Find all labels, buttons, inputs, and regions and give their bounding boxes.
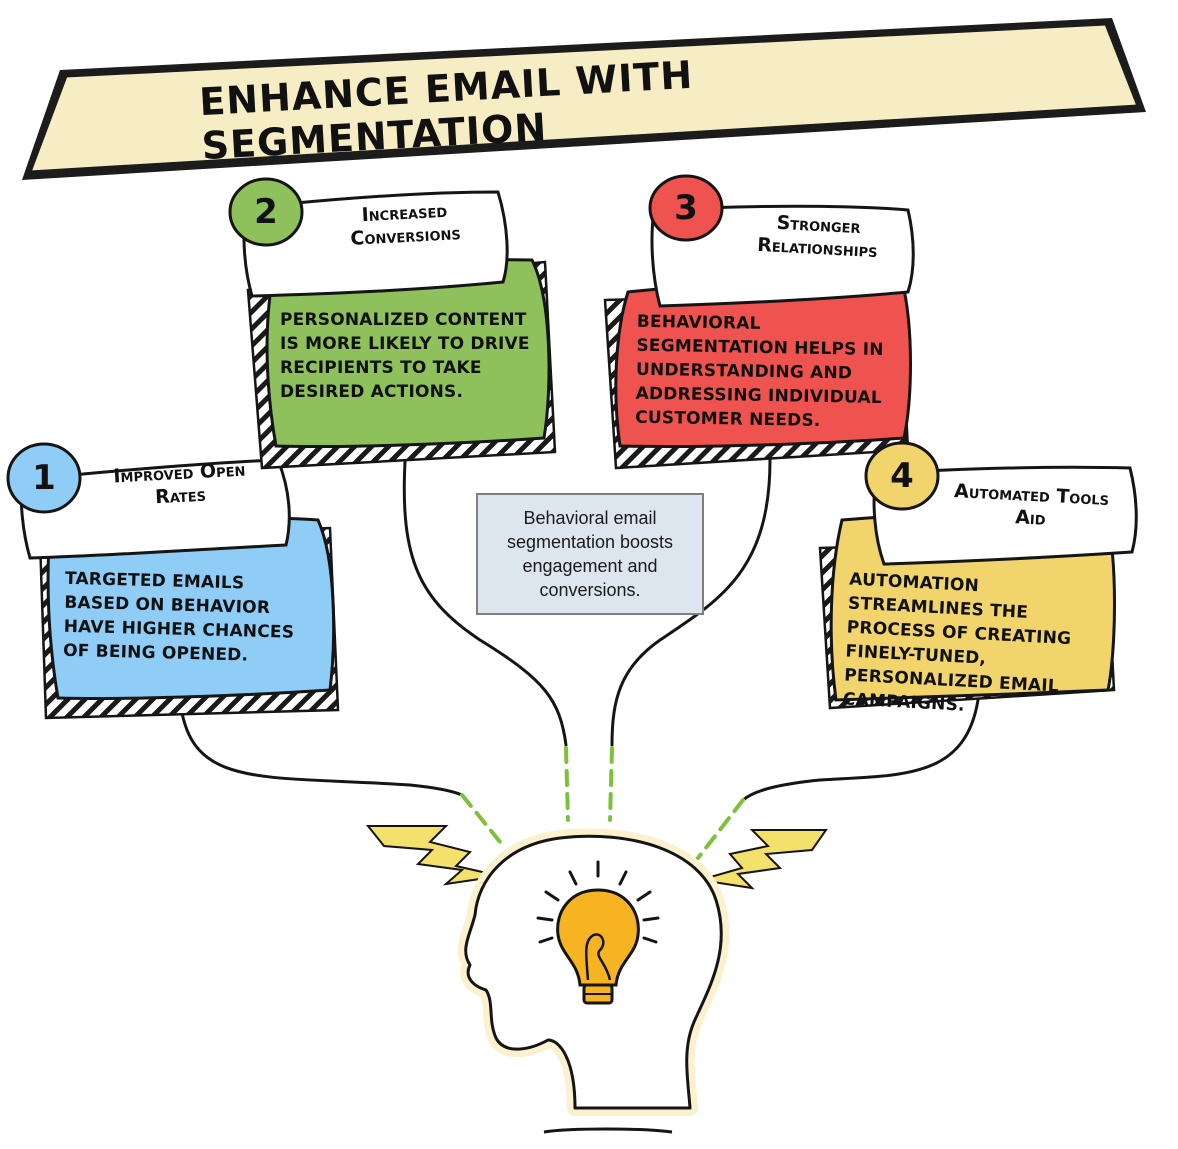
- step-4-title: Automated Tools Aid: [953, 479, 1110, 530]
- connector-2: [402, 460, 568, 747]
- card-2: [228, 177, 557, 470]
- connector-1: [178, 698, 464, 797]
- lightbulb-icon: [536, 860, 660, 1005]
- step-2-title: Increased Conversions: [349, 199, 462, 250]
- number-badge-1: [6, 442, 82, 514]
- connector-3: [610, 458, 772, 747]
- step-3-title: Stronger Relationships: [756, 211, 879, 263]
- connector-dashes: [460, 746, 745, 860]
- card-2-header: [242, 190, 509, 298]
- step-1-title: Improved Open Rates: [112, 458, 246, 509]
- connector-lines: [178, 458, 980, 802]
- lightning-bolt-icon: [699, 829, 828, 890]
- card-3-header: [650, 204, 915, 308]
- card-3: [603, 174, 915, 470]
- number-badge-3: [648, 174, 724, 242]
- step-1-number: 1: [32, 458, 56, 498]
- center-summary-note: Behavioral email segmentation boosts eng…: [476, 493, 704, 615]
- step-3-body: Behavioral segmentation helps in underst…: [635, 311, 884, 431]
- step-4-body: Automation streamlines the process of cr…: [842, 569, 1072, 716]
- connector-4: [741, 698, 980, 802]
- step-4-number: 4: [890, 456, 914, 496]
- number-badge-4: [864, 441, 940, 511]
- card-4-header: [872, 465, 1138, 566]
- card-4: [818, 441, 1138, 710]
- step-2-number: 2: [254, 192, 278, 232]
- title-banner: [22, 18, 1146, 180]
- card-1: [6, 442, 340, 720]
- step-3-number: 3: [674, 188, 698, 228]
- step-2-body: Personalized content is more likely to d…: [280, 310, 530, 402]
- number-badge-2: [228, 177, 304, 247]
- card-1-header: [19, 458, 291, 560]
- lightning-bolt-icon: [365, 825, 501, 886]
